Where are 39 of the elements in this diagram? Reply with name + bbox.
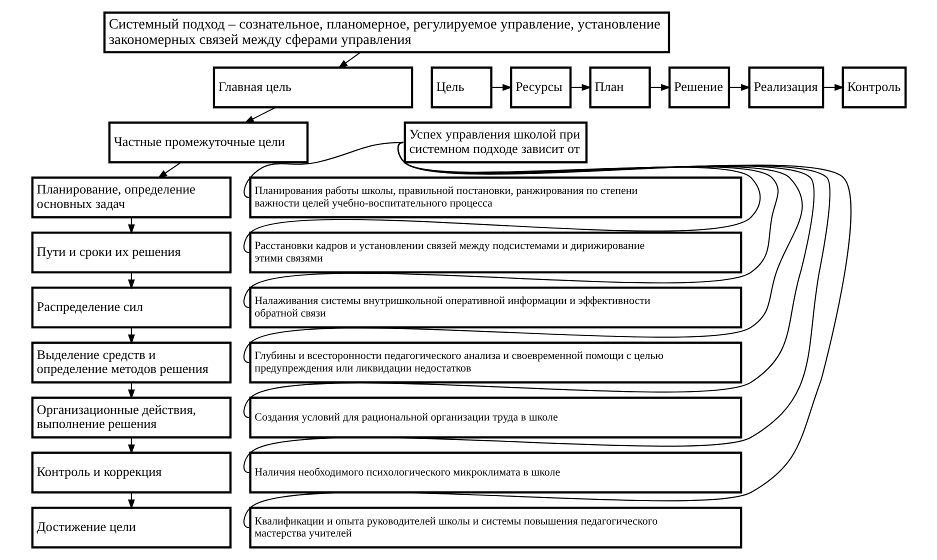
node-box: Контроль и коррекция xyxy=(30,452,232,494)
node-box: Налаживания системы внутришкольной оперативной информации и эффективности обратной связи xyxy=(248,286,742,328)
node-box: Квалификации и опыта руководителей школы и системы повышения педагогического мастерства учителей xyxy=(248,506,742,548)
node-box: Контроль xyxy=(841,66,906,108)
node-box: Выделение средств и определение методов решения xyxy=(30,342,232,384)
connector xyxy=(244,142,851,528)
node-box: Решение xyxy=(668,66,730,108)
connector xyxy=(243,142,760,253)
node-box: Организационные действия, выполнение решения xyxy=(30,396,232,438)
node-box: Успех управления школой при системном подходе зависит от xyxy=(403,122,588,164)
node-box: Ресурсы xyxy=(509,66,572,108)
node-box: Главная цель xyxy=(212,66,413,108)
arrow xyxy=(822,84,844,91)
node-box: Достижение цели xyxy=(30,506,232,548)
arrow xyxy=(244,106,276,124)
node-box: Глубины и всесторонности педагогического анализа и своевременной помощи с целью предупреждения или ликвидации недостатков xyxy=(248,342,742,384)
node-box: Реализация xyxy=(748,66,824,108)
node-box: Наличия необходимого психологического микроклимата в школе xyxy=(248,452,742,494)
connector xyxy=(243,142,778,308)
arrow xyxy=(491,84,512,91)
node-box: Расстановки кадров и установлении связей между подсистемами и дирижирование этими связями xyxy=(248,232,742,274)
node-box: Распределение сил xyxy=(30,286,232,328)
node-box: Цель xyxy=(430,66,492,108)
arrow xyxy=(728,84,750,91)
node-box: Пути и сроки их решения xyxy=(30,232,232,274)
connector xyxy=(244,142,830,473)
node-box: Планирование, определение основных задач xyxy=(30,176,232,218)
arrow xyxy=(337,52,360,69)
node-box: Планирования работы школы, правильной постановки, ранжирования по степени важности целей учебно-воспитательного процесса xyxy=(248,176,742,218)
node-box: Создания условий для рациональной организации труда в школе xyxy=(248,396,742,438)
connector xyxy=(243,142,814,418)
node-box: Системный подход – сознательное, планомерное, регулируемое управление, установление закономерных связей между сферами управления xyxy=(102,12,670,54)
connector xyxy=(243,142,802,363)
connector xyxy=(243,142,403,198)
node-box: План xyxy=(588,66,650,108)
node-box: Частные промежуточные цели xyxy=(108,122,308,164)
arrow xyxy=(650,84,670,91)
arrow xyxy=(570,84,592,91)
arrow xyxy=(156,162,181,179)
